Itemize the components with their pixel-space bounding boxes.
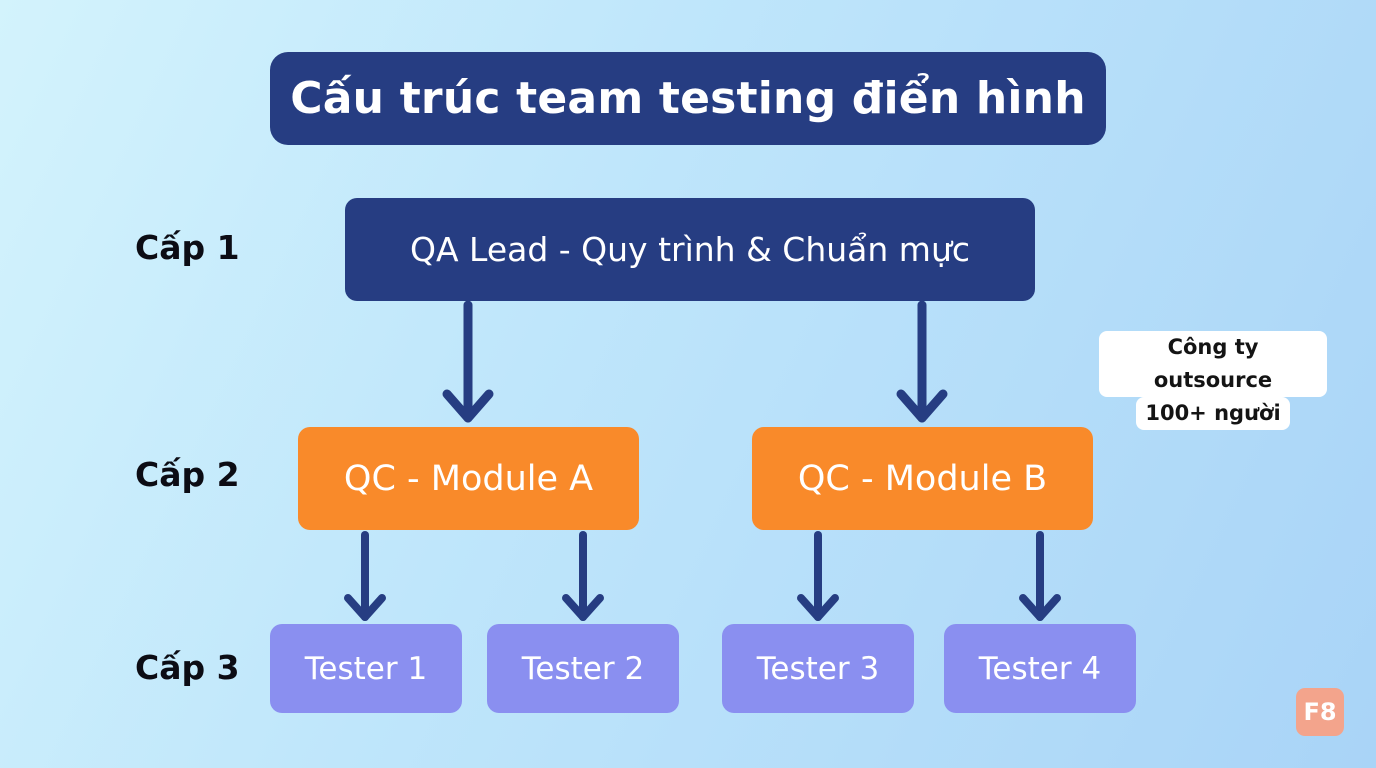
tester-2-node: Tester 2 xyxy=(487,624,679,713)
level-label-1: Cấp 1 xyxy=(135,228,240,267)
qc-module-b-node: QC - Module B xyxy=(752,427,1093,530)
qa-lead-node: QA Lead - Quy trình & Chuẩn mực xyxy=(345,198,1035,301)
tester-1-node: Tester 1 xyxy=(270,624,462,713)
arrow-qc-b-to-tester-3 xyxy=(797,531,839,621)
tester-4-node: Tester 4 xyxy=(944,624,1136,713)
diagram-title: Cấu trúc team testing điển hình xyxy=(270,52,1106,145)
arrow-qc-b-to-tester-4 xyxy=(1019,531,1061,621)
qc-module-a-node: QC - Module A xyxy=(298,427,639,530)
tester-3-node: Tester 3 xyxy=(722,624,914,713)
note-line-2: 100+ người xyxy=(1136,397,1290,430)
level-label-2: Cấp 2 xyxy=(135,455,240,494)
arrow-lead-to-qc-a xyxy=(442,300,494,423)
arrow-qc-a-to-tester-2 xyxy=(562,531,604,621)
company-size-note: Công ty outsource 100+ người xyxy=(1099,331,1327,430)
level-label-3: Cấp 3 xyxy=(135,648,240,687)
f8-logo: F8 xyxy=(1296,688,1344,736)
note-line-1: Công ty outsource xyxy=(1099,331,1327,397)
arrow-qc-a-to-tester-1 xyxy=(344,531,386,621)
arrow-lead-to-qc-b xyxy=(896,300,948,423)
